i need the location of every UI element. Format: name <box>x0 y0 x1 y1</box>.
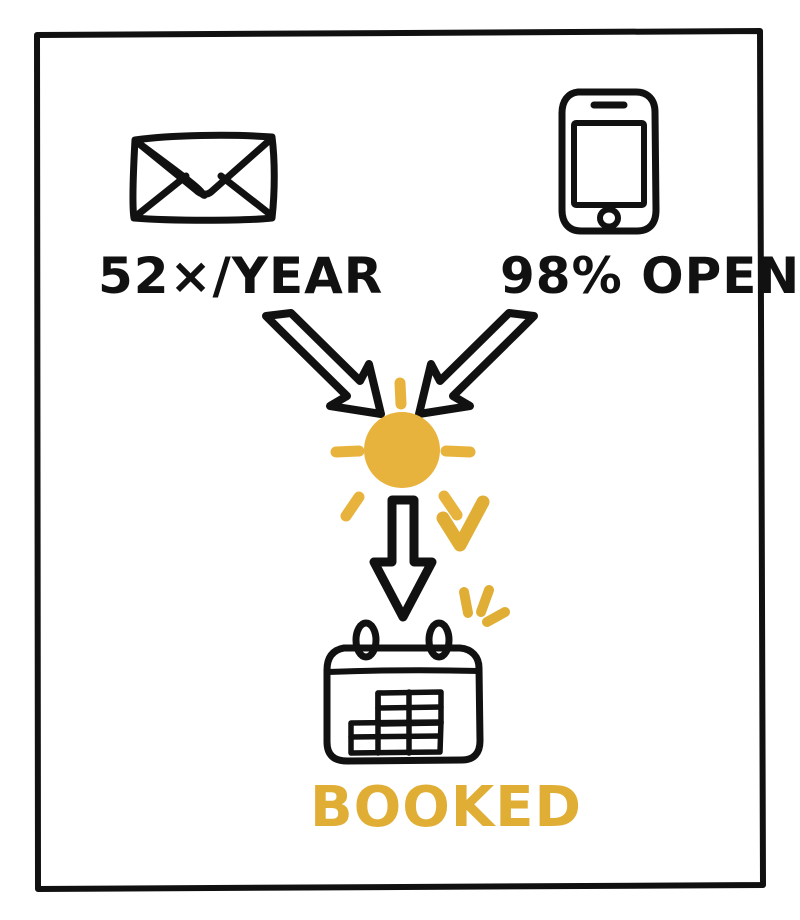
arrow-phone-to-burst <box>415 309 538 418</box>
sun-core <box>364 412 440 488</box>
arrow-email-to-burst <box>262 309 385 418</box>
result-label-text: BOOKED <box>310 775 582 840</box>
border-frame <box>34 28 766 892</box>
envelope-icon <box>129 131 278 224</box>
phone-label: 98% OPEN <box>500 247 800 305</box>
checkmark-icon <box>436 495 490 552</box>
sparkle-icon <box>459 585 510 627</box>
arrow-burst-to-calendar <box>369 495 437 622</box>
calendar-ring-left <box>352 619 380 661</box>
sun-rays <box>330 377 476 522</box>
email-label: 52×/YEAR <box>98 247 383 305</box>
calendar-ring-right <box>425 619 453 661</box>
mobile-phone-icon <box>558 88 660 235</box>
email-label-text: 52×/YEAR <box>98 247 383 305</box>
calendar-icon <box>323 619 484 765</box>
sun-burst-icon <box>330 377 476 522</box>
calendar-header-divider <box>325 667 482 675</box>
calendar-body <box>323 644 484 765</box>
result-label: BOOKED <box>310 775 582 840</box>
calendar-grid <box>348 689 444 756</box>
phone-label-text: 98% OPEN <box>500 247 800 305</box>
